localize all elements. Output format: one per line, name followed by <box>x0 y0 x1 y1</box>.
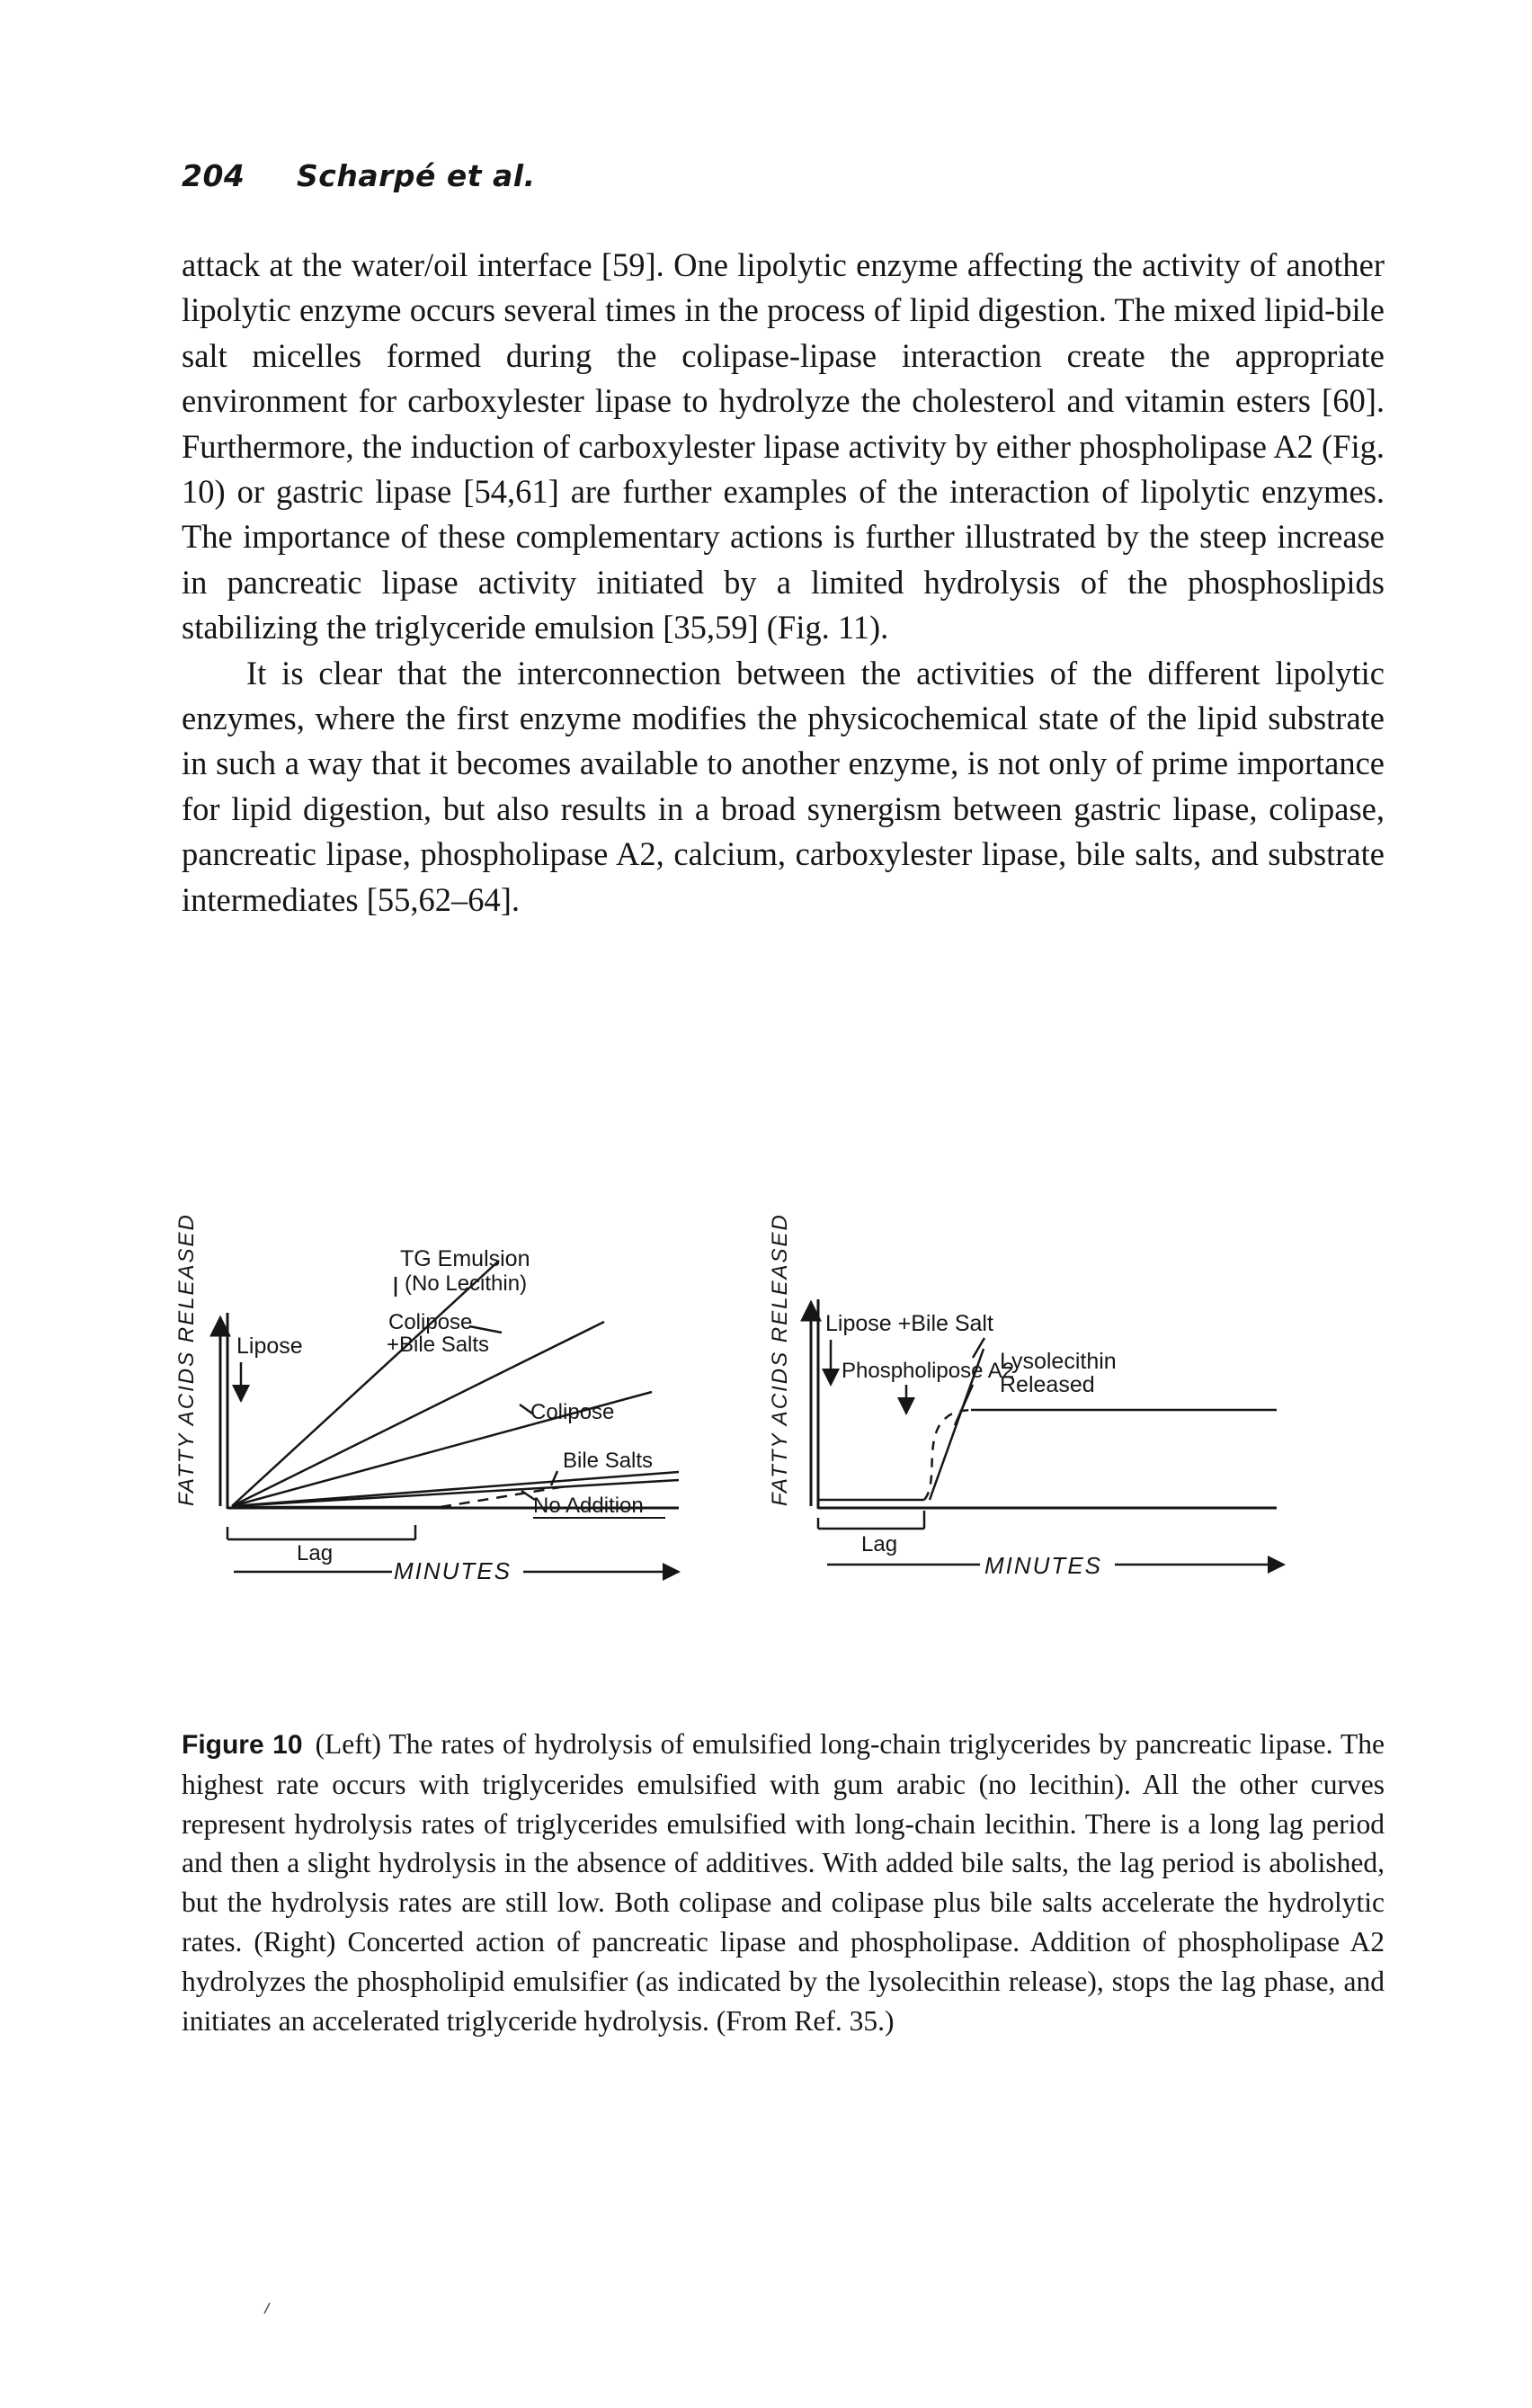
paragraph-1: attack at the water/oil interface [59]. … <box>182 246 1385 647</box>
label-tg-emulsion-1: TG Emulsion <box>400 1246 530 1271</box>
body-text: attack at the water/oil interface [59]. … <box>182 243 1385 923</box>
left-y-axis-label: FATTY ACIDS RELEASED <box>174 1213 199 1506</box>
curve-bile-salts-low <box>231 1478 680 1508</box>
right-panel: FATTY ACIDS RELEASED Lipose +Bile Salt P… <box>768 1213 1286 1579</box>
right-lysolecithin-1: Lysolecithin <box>1000 1349 1117 1374</box>
label-colipase-bile-2: +Bile Salts <box>387 1333 489 1357</box>
figure-10-diagram: FATTY ACIDS RELEASED Lipose TG Emulsion … <box>174 1213 1286 1584</box>
left-panel: FATTY ACIDS RELEASED Lipose TG Emulsion … <box>174 1213 681 1584</box>
leader-lipase-bile <box>971 1337 986 1359</box>
leader-bile-salts <box>549 1470 559 1486</box>
curve-lipase-bile-dashed <box>922 1408 976 1501</box>
right-lysolecithin-2: Released <box>1000 1372 1095 1397</box>
curve-colipase-bile-salts <box>231 1320 605 1508</box>
left-lag-label: Lag <box>297 1541 333 1565</box>
label-bile-salts: Bile Salts <box>563 1449 653 1473</box>
left-lipase-label: Lipose <box>236 1333 303 1359</box>
label-colipase-bile-1: Colipose <box>388 1310 472 1334</box>
page-number: 204 <box>182 158 245 193</box>
curve-bile-salts <box>231 1470 680 1508</box>
leader-colipase-bile <box>468 1324 503 1334</box>
right-x-axis-label: MINUTES <box>984 1552 1102 1579</box>
figure-10: FATTY ACIDS RELEASED Lipose TG Emulsion … <box>135 1205 1394 1708</box>
stray-mark <box>263 2302 271 2314</box>
right-phospholipase-label: Phospholipose A2 <box>842 1359 1014 1383</box>
curve-tg-emulsion <box>231 1260 500 1507</box>
left-x-axis-label: MINUTES <box>394 1557 512 1584</box>
right-lipase-bile-label: Lipose +Bile Salt <box>825 1311 993 1336</box>
curve-no-addition-dashed <box>440 1484 572 1509</box>
leader-no-addition <box>521 1489 536 1502</box>
running-title: Scharpé et al. <box>297 158 536 193</box>
curve-colipase <box>231 1390 653 1508</box>
caption-text: (Left) The rates of hydrolysis of emulsi… <box>182 1728 1385 2037</box>
right-lag-label: Lag <box>861 1532 897 1556</box>
label-colipase: Colipose <box>530 1400 614 1424</box>
figure-caption: Figure 10(Left) The rates of hydrolysis … <box>182 1725 1385 2040</box>
right-y-axis-label: FATTY ACIDS RELEASED <box>768 1213 792 1506</box>
label-no-addition: No Addition <box>533 1494 644 1518</box>
paragraph-2: It is clear that the interconnection bet… <box>182 654 1385 918</box>
leader-colipase <box>519 1403 533 1415</box>
running-header: 204 Scharpé et al. <box>182 158 536 193</box>
caption-lead: Figure 10 <box>182 1730 303 1760</box>
curve-phospholipase-rise <box>928 1348 985 1501</box>
label-tg-emulsion-2: (No Lecithin) <box>405 1271 527 1296</box>
